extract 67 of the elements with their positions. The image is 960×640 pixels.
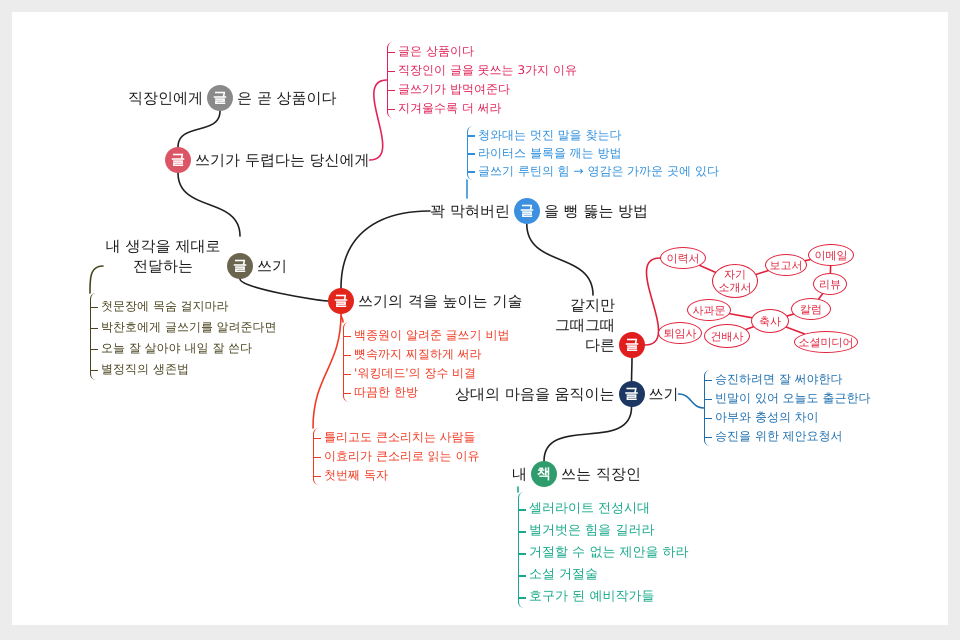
bracket-list <box>313 428 480 485</box>
heading-text: 쓰기 <box>257 256 287 277</box>
bracket-list <box>518 492 689 608</box>
heading-text: 쓰는 직장인 <box>561 464 641 485</box>
bracket-list <box>467 126 719 180</box>
heading-text: 꽉 막혀버린 <box>430 201 510 222</box>
list-item: 승진하려면 잘 써야한다 <box>705 370 870 389</box>
list-item: 청와대는 멋진 말을 찾는다 <box>468 126 719 144</box>
heading-text: 을 뻥 뚫는 방법 <box>544 201 648 222</box>
connector-line <box>644 257 661 346</box>
list-item: 박찬호에게 글쓰기를 알려준다면 <box>91 317 277 338</box>
list-item: 이효리가 큰소리로 읽는 이유 <box>314 447 480 466</box>
connector-line <box>312 313 342 429</box>
connector-line <box>678 393 705 409</box>
list-item: 아부와 충성의 차이 <box>705 408 870 427</box>
connector-line <box>177 172 241 237</box>
list-item: 호구가 된 예비작가들 <box>519 586 689 608</box>
connector-line <box>239 278 329 302</box>
heading-text: 내 <box>512 464 527 485</box>
list-item: 라이터스 블록을 깨는 방법 <box>468 144 719 162</box>
heading-text: 은 곧 상품이다 <box>237 88 337 109</box>
list-item: 첫문장에 목숨 걸지마라 <box>91 296 277 317</box>
connector-line <box>745 326 754 330</box>
list-item: '워킹데드'의 장수 비결 <box>344 364 510 383</box>
connector-line <box>804 258 811 262</box>
list-item: 승진을 위한 제안요청서 <box>705 427 870 446</box>
heading-text: 쓰기의 격을 높이는 기술 <box>358 291 522 312</box>
heading-text: 쓰기 <box>648 384 679 405</box>
connector-line <box>630 357 633 382</box>
connector-line <box>177 110 221 148</box>
connector-line <box>699 264 716 274</box>
bracket-list <box>704 370 870 446</box>
bracket-list <box>387 42 577 118</box>
list-item: 글은 상품이다 <box>388 42 577 61</box>
connector-line <box>818 293 824 300</box>
connector-line <box>340 210 431 289</box>
heading-text: 쓰기가 두렵다는 당신에게 <box>195 150 370 171</box>
list-item: 빈말이 있어 오늘도 출근한다 <box>705 389 870 408</box>
connector-line <box>368 79 388 161</box>
connector-line <box>728 312 753 318</box>
bracket-list <box>90 293 277 380</box>
connector-line <box>543 406 632 462</box>
heading-text: 내 생각을 제대로 전달하는 <box>104 236 222 277</box>
list-item: 벌거벗은 힘을 길러라 <box>519 520 689 542</box>
list-item: 글쓰기 루틴의 힘 → 영감은 가까운 곳에 있다 <box>468 162 719 180</box>
heading-text: 같지만 그때그때 다른 <box>554 295 615 356</box>
list-item: 지겨울수록 더 써라 <box>388 99 577 118</box>
connector-line <box>755 270 769 276</box>
heading-text: 상대의 마음을 움직이는 <box>455 384 615 405</box>
connector-line <box>786 313 794 317</box>
connector-line <box>517 486 519 493</box>
list-item: 틀리고도 큰소리치는 사람들 <box>314 428 480 447</box>
connector-line <box>526 223 594 296</box>
list-item: 소설 거절술 <box>519 564 689 586</box>
list-item: 첫번째 독자 <box>314 466 480 485</box>
list-item: 글쓰기가 밥먹여준다 <box>388 80 577 99</box>
list-item: 뼛속까지 찌질하게 써라 <box>344 345 510 364</box>
list-item: 오늘 잘 살아야 내일 잘 쓴다 <box>91 338 277 359</box>
list-item: 셀러라이트 전성시대 <box>519 498 689 520</box>
connector-line <box>786 326 806 335</box>
list-item: 거절할 수 없는 제안을 하라 <box>519 542 689 564</box>
connector-line <box>466 179 468 199</box>
list-item: 백종원이 알려준 글쓰기 비법 <box>344 326 510 345</box>
list-item: 별정직의 생존법 <box>91 359 277 380</box>
heading-text: 직장인에게 <box>128 88 203 109</box>
connector-line <box>830 265 832 274</box>
list-item: 직장인이 글을 못쓰는 3가지 이유 <box>388 61 577 80</box>
